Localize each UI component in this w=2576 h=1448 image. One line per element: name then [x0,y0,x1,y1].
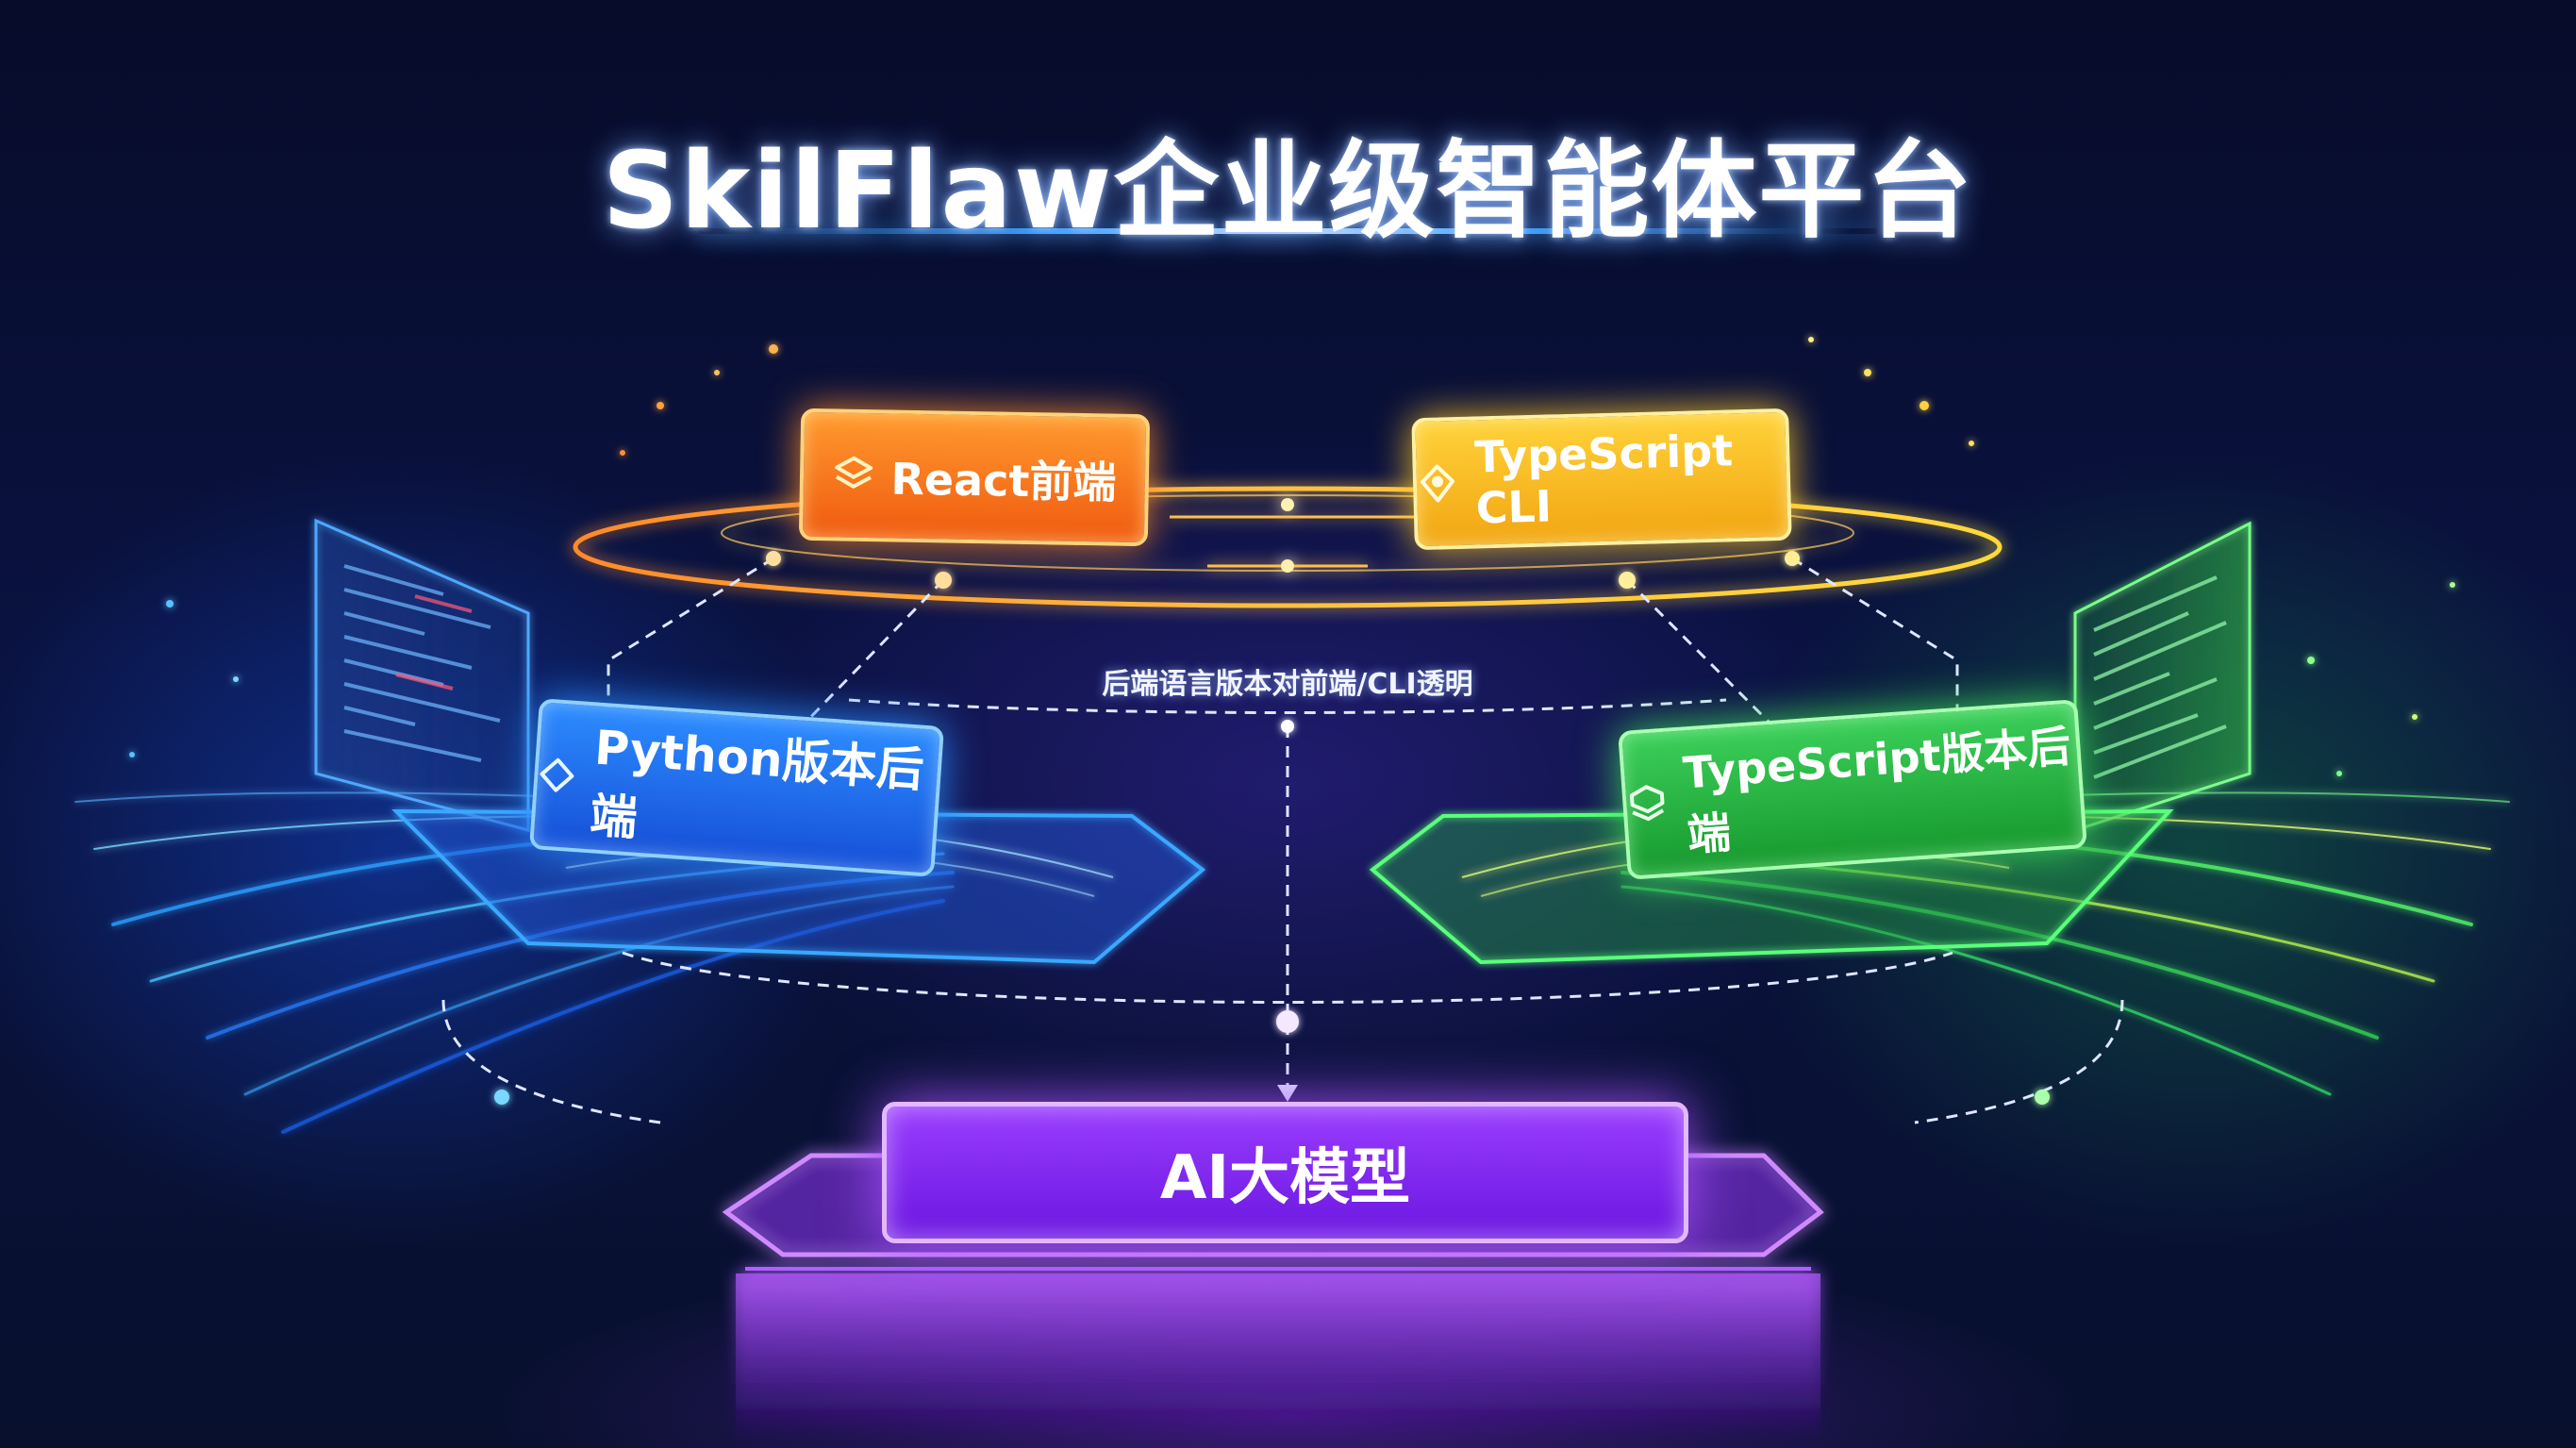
node-react-frontend-label: React前端 [890,453,1117,508]
location-diamond-icon [1416,462,1458,505]
connector-nodes [494,551,2050,1105]
node-typescript-cli: TypeScript CLI [1411,408,1792,551]
right-code-panel [2073,521,2252,833]
top-ring [573,486,2003,608]
diamond-icon [537,755,577,795]
node-python-backend: Python版本后端 [528,698,945,877]
title-underline-glow [698,228,1877,234]
page-title: SkilFlaw企业级智能体平台 [602,130,1974,253]
node-typescript-backend-label: TypeScript版本后端 [1681,720,2073,861]
node-python-backend-label: Python版本后端 [588,720,926,846]
node-typescript-cli-label: TypeScript CLI [1473,424,1734,534]
layers-icon [832,454,874,496]
node-ai-model-label: AI大模型 [1159,1143,1411,1213]
connector-label: 后端语言版本对前端/CLI透明 [1102,668,1473,701]
sparkle-particles [129,337,2455,776]
node-react-frontend: React前端 [798,408,1151,547]
node-ai-model: AI大模型 [882,1102,1688,1243]
node-typescript-backend: TypeScript版本后端 [1618,699,2087,880]
left-code-panel [314,518,530,832]
layers-icon [1625,782,1670,826]
